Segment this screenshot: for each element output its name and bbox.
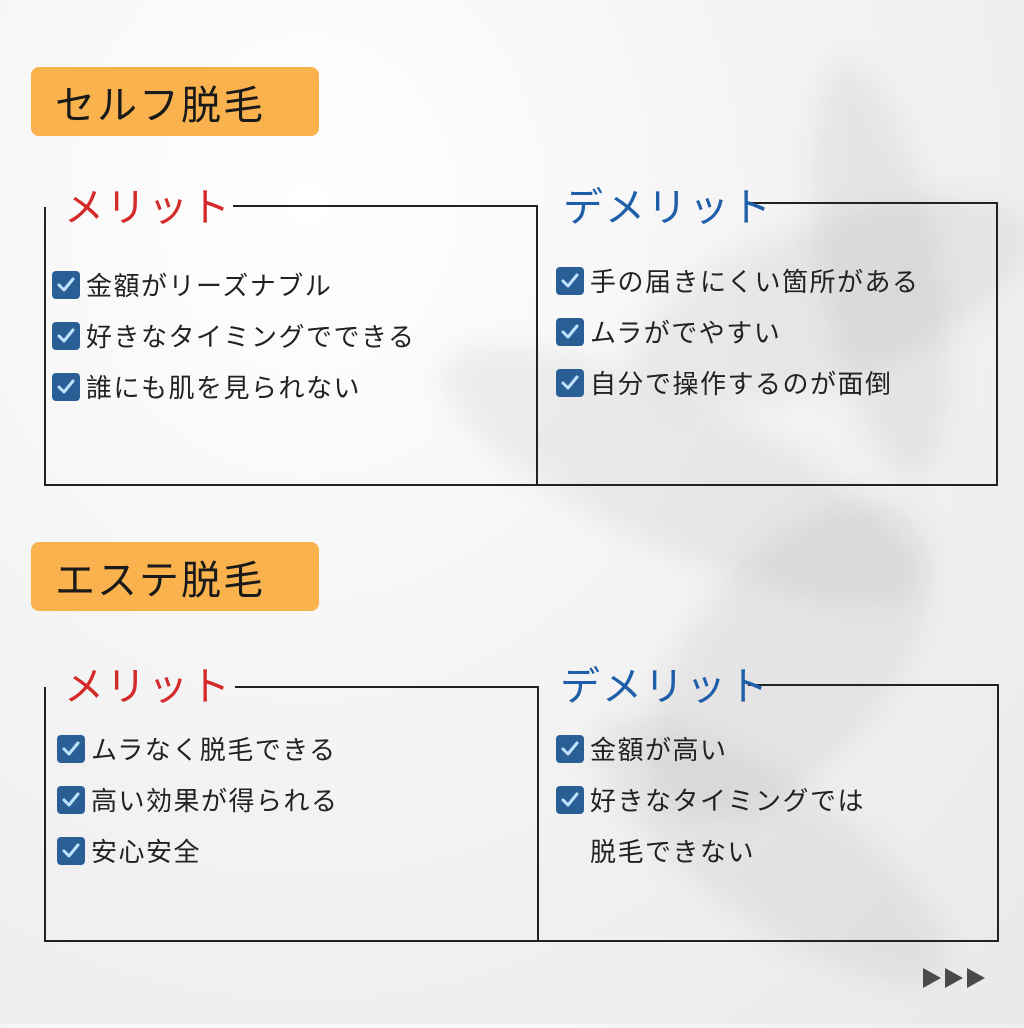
frame-right-border xyxy=(996,202,998,486)
frame-top-border-merit xyxy=(233,205,538,207)
frame-bottom-border xyxy=(44,484,998,486)
checkbox-checked-icon xyxy=(556,785,584,814)
list-item: 金額がリーズナブル xyxy=(52,259,415,310)
list-item: 好きなタイミングでは xyxy=(556,774,865,825)
checkbox-checked-icon xyxy=(57,734,85,763)
checkbox-checked-icon xyxy=(52,270,80,299)
list-item: 好きなタイミングでできる xyxy=(52,310,415,361)
frame-top-border-demerit xyxy=(745,202,998,204)
merit-list: 金額がリーズナブル 好きなタイミングでできる 誰にも肌を見られない xyxy=(52,259,415,412)
checkbox-checked-icon xyxy=(57,836,85,865)
demerit-heading: デメリット xyxy=(560,664,770,710)
frame-top-border-demerit xyxy=(748,684,999,686)
merit-heading: メリット xyxy=(64,185,232,231)
demerit-list: 金額が高い 好きなタイミングでは 脱毛できない xyxy=(556,723,865,876)
frame-right-border xyxy=(997,684,999,942)
checkbox-checked-icon xyxy=(556,734,584,763)
merit-heading: メリット xyxy=(64,664,232,710)
next-page-arrows[interactable] xyxy=(923,968,985,988)
list-item: 金額が高い xyxy=(556,723,865,774)
checkbox-checked-icon xyxy=(556,266,584,295)
list-item: 自分で操作するのが面倒 xyxy=(556,357,919,408)
frame-divider xyxy=(537,686,539,942)
frame-left-border xyxy=(44,687,46,942)
checkbox-checked-icon xyxy=(52,321,80,350)
section-tag: セルフ脱毛 xyxy=(31,67,319,136)
triple-right-arrow-icon xyxy=(923,968,941,988)
demerit-list: 手の届きにくい箇所がある ムラがでやすい 自分で操作するのが面倒 xyxy=(556,255,919,408)
checkbox-checked-icon xyxy=(556,317,584,346)
merit-list: ムラなく脱毛できる 高い効果が得られる 安心安全 xyxy=(57,723,339,876)
list-item: ムラがでやすい xyxy=(556,306,919,357)
list-item: 高い効果が得られる xyxy=(57,774,339,825)
checkbox-checked-icon xyxy=(52,372,80,401)
frame-left-border xyxy=(44,207,46,486)
triple-right-arrow-icon xyxy=(945,968,963,988)
frame-bottom-border xyxy=(44,940,999,942)
section-tag: エステ脱毛 xyxy=(31,542,319,611)
frame-top-border-merit xyxy=(235,686,539,688)
list-item: 安心安全 xyxy=(57,825,339,876)
list-item-continuation: 脱毛できない xyxy=(590,838,756,868)
list-item: 誰にも肌を見られない xyxy=(52,361,415,412)
list-item: ムラなく脱毛できる xyxy=(57,723,339,774)
list-item: 手の届きにくい箇所がある xyxy=(556,255,919,306)
checkbox-checked-icon xyxy=(57,785,85,814)
checkbox-checked-icon xyxy=(556,368,584,397)
triple-right-arrow-icon xyxy=(967,968,985,988)
demerit-heading: デメリット xyxy=(563,185,773,231)
frame-divider xyxy=(536,205,538,486)
